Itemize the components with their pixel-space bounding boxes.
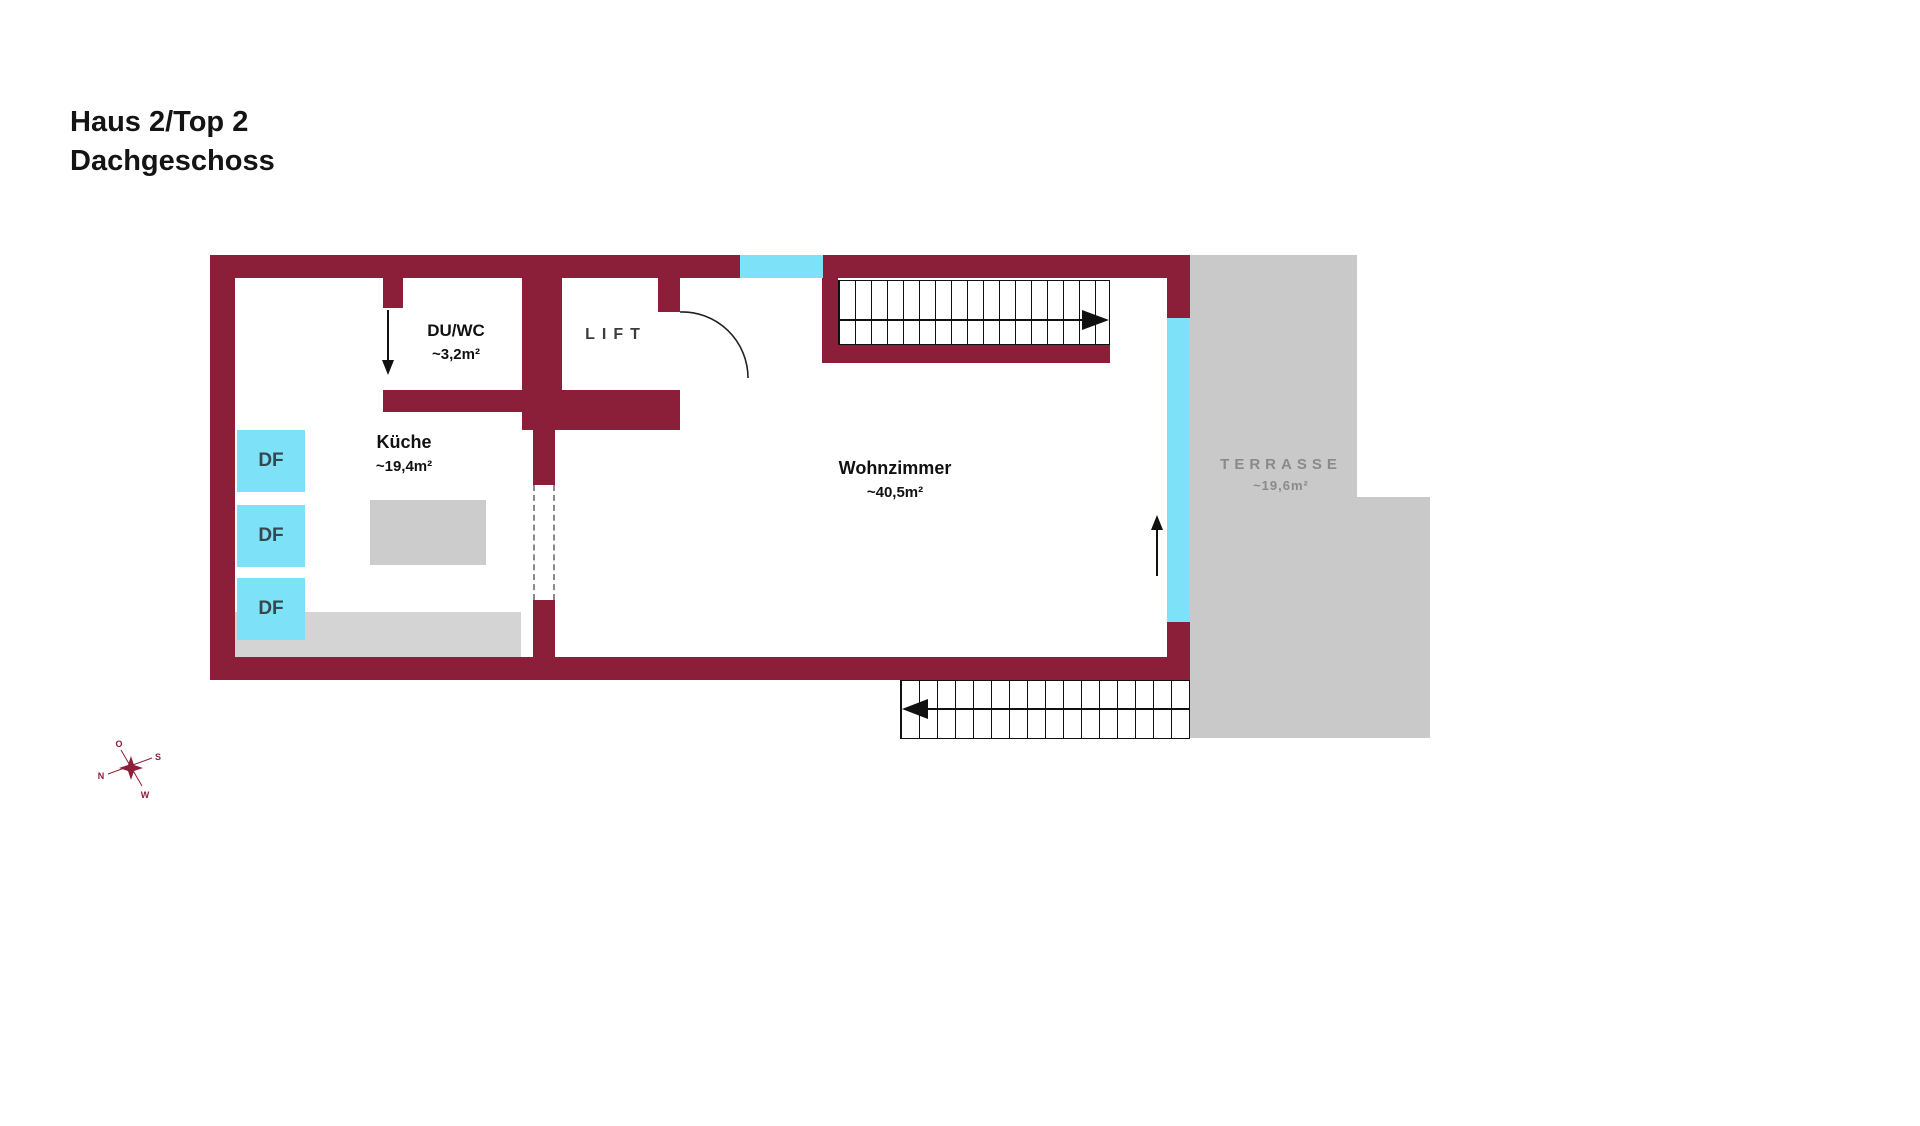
wall-stair-bottom-band xyxy=(838,345,1110,363)
room-label-wohnzimmer: Wohnzimmer ~40,5m² xyxy=(839,456,952,504)
kueche-area: ~19,4m² xyxy=(375,458,433,475)
wall-right-upper xyxy=(1167,255,1190,318)
wall-top-left xyxy=(210,255,740,278)
plan-title-line1: Haus 2/Top 2 xyxy=(70,106,249,138)
window-top xyxy=(740,255,823,278)
roof-window-2: DF xyxy=(237,505,305,567)
wall-left xyxy=(210,255,235,680)
wohnzimmer-name: Wohnzimmer xyxy=(838,458,952,478)
wall-duwc-lift xyxy=(522,278,562,412)
plan-title-line2: Dachgeschoss xyxy=(70,145,275,177)
kitchen-sliding-door-opening xyxy=(533,485,555,600)
wall-right-lower xyxy=(1167,622,1190,680)
wall-duwc-bottom xyxy=(383,390,522,412)
terrace-area xyxy=(1190,255,1357,738)
roof-window-1: DF xyxy=(237,430,305,492)
roof-window-2-label: DF xyxy=(258,525,284,546)
roof-window-3: DF xyxy=(237,578,305,640)
wall-kitchen-lower-stub xyxy=(533,600,555,657)
compass-north-label: N xyxy=(98,771,105,781)
room-label-terrasse: TERRASSE ~19,6m² xyxy=(1220,453,1342,495)
room-label-duwc: DU/WC ~3,2m² xyxy=(427,318,485,366)
room-label-lift: LIFT xyxy=(585,326,647,343)
plan-title: Haus 2/Top 2 Dachgeschoss xyxy=(70,103,275,181)
exterior-stairs-arrow-icon xyxy=(902,699,1190,719)
wall-duwc-door-stub xyxy=(383,278,403,308)
roof-window-3-label: DF xyxy=(258,598,284,619)
wall-top-right xyxy=(823,255,1190,278)
wall-bottom xyxy=(210,657,1190,680)
duwc-entry-arrow-icon xyxy=(382,310,394,375)
roof-window-1-label: DF xyxy=(258,450,284,471)
compass-west-label: W xyxy=(141,790,150,800)
wall-kitchen-upper-stub xyxy=(533,430,555,485)
compass-south-label: S xyxy=(155,752,161,762)
wohnzimmer-area: ~40,5m² xyxy=(866,484,924,501)
terrace-exit-arrow-icon xyxy=(1151,515,1163,576)
room-label-kueche: Küche ~19,4m² xyxy=(376,430,432,478)
terrace-extension-area xyxy=(1357,497,1430,738)
kitchen-counter xyxy=(370,500,486,565)
wall-lift-bottom-block xyxy=(522,390,680,430)
wall-stair-left-stub xyxy=(822,278,838,363)
duwc-area: ~3,2m² xyxy=(432,346,480,363)
door-swing-icon xyxy=(679,311,749,379)
terrasse-area: ~19,6m² xyxy=(1253,478,1309,493)
wall-lift-right-stub xyxy=(658,278,680,312)
compass-east-label: O xyxy=(115,739,122,749)
terrasse-name: TERRASSE xyxy=(1220,456,1342,473)
window-right xyxy=(1167,318,1190,622)
kueche-name: Küche xyxy=(376,432,432,452)
interior-stairs xyxy=(838,280,1110,345)
compass-rose-icon: O S N W xyxy=(98,739,161,800)
interior-stairs-arrow-icon xyxy=(838,310,1109,330)
duwc-name: DU/WC xyxy=(427,321,485,340)
